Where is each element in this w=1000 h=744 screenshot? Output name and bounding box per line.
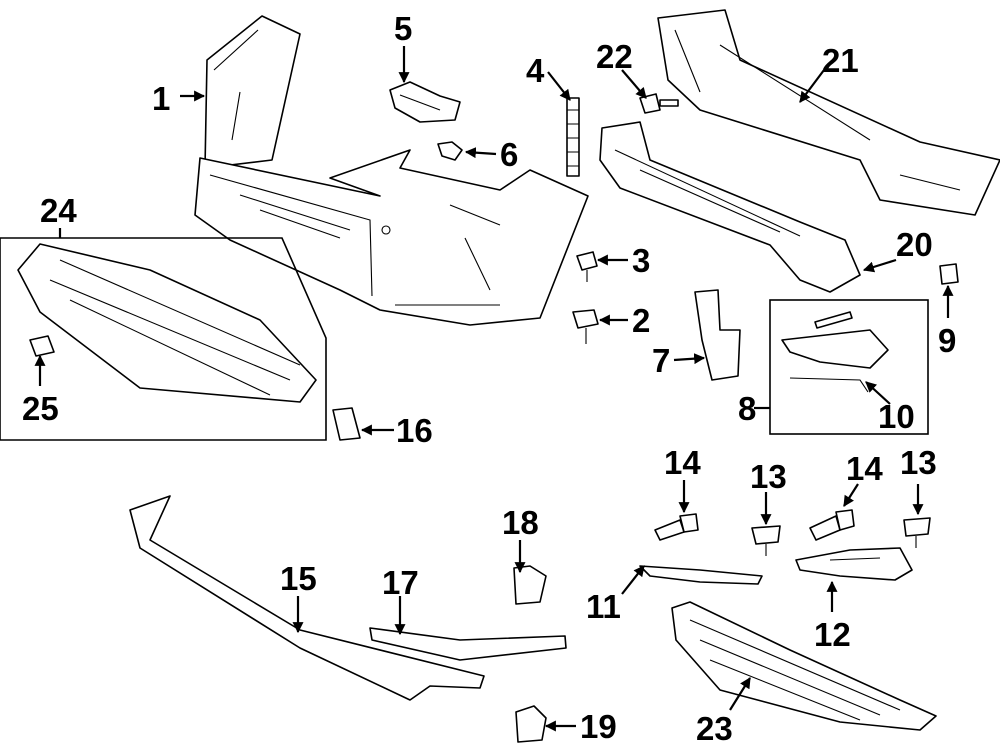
callout-20: 20 — [896, 226, 933, 263]
part-16-clip — [332, 407, 361, 441]
callout-14a: 14 — [664, 444, 701, 481]
part-3-screw — [576, 251, 598, 282]
part-18-clip — [513, 565, 547, 605]
callout-4: 4 — [526, 52, 545, 89]
callout-24: 24 — [40, 192, 77, 229]
part-23-lower-grille — [671, 601, 937, 731]
callout-5: 5 — [394, 10, 412, 47]
callout-2: 2 — [632, 302, 650, 339]
part-17-molding — [369, 627, 567, 661]
callout-12: 12 — [814, 616, 851, 653]
callout-10: 10 — [878, 398, 915, 435]
callout-13b: 13 — [900, 444, 937, 481]
bumper-cover — [194, 149, 589, 326]
callout-9: 9 — [938, 322, 956, 359]
callout-21: 21 — [822, 42, 859, 79]
part-24-group-box — [0, 237, 327, 441]
part-20-reinforcement — [599, 121, 861, 293]
part-4-seal-strip — [566, 97, 580, 177]
part-13-clip-left — [751, 525, 781, 556]
part-24-under-cover — [17, 243, 317, 403]
part-14-bolt-right — [809, 509, 855, 541]
part-25-clip — [29, 335, 55, 357]
part-5-bracket — [389, 81, 461, 123]
part-12-bracket — [795, 547, 913, 581]
part-15-lower-spoiler — [129, 495, 485, 701]
part-2-screw — [572, 309, 599, 344]
callout-11: 11 — [586, 588, 621, 625]
leader-lines — [34, 46, 954, 732]
callout-13a: 13 — [750, 458, 787, 495]
callout-17: 17 — [382, 564, 419, 601]
callout-3: 3 — [632, 242, 650, 279]
callout-19: 19 — [580, 708, 617, 744]
part-6-clip — [437, 141, 463, 161]
part-8-fog-lamp-bracket — [781, 311, 889, 393]
callout-25: 25 — [22, 390, 59, 427]
callout-16: 16 — [396, 412, 433, 449]
part-19-clip — [515, 705, 547, 743]
part-7-bracket — [694, 289, 741, 381]
part-1-bumper-side-cover — [204, 15, 301, 169]
callout-15: 15 — [280, 560, 317, 597]
callout-23: 23 — [696, 710, 733, 744]
part-11-bracket — [639, 565, 763, 585]
part-14-bolt-left — [654, 513, 699, 541]
part-21-energy-absorber — [657, 9, 1000, 216]
part-8-group-box — [769, 299, 929, 435]
callout-6: 6 — [500, 136, 518, 173]
callout-7: 7 — [652, 342, 670, 379]
part-9-clip — [939, 263, 959, 285]
callout-labels: 1 5 6 4 22 21 20 3 2 9 7 8 10 24 25 16 1… — [22, 10, 956, 744]
callout-14b: 14 — [846, 450, 883, 487]
callout-18: 18 — [502, 504, 539, 541]
part-13-clip-right — [903, 517, 931, 548]
callout-22: 22 — [596, 38, 633, 75]
callout-8: 8 — [738, 390, 756, 427]
callout-1: 1 — [152, 80, 170, 117]
